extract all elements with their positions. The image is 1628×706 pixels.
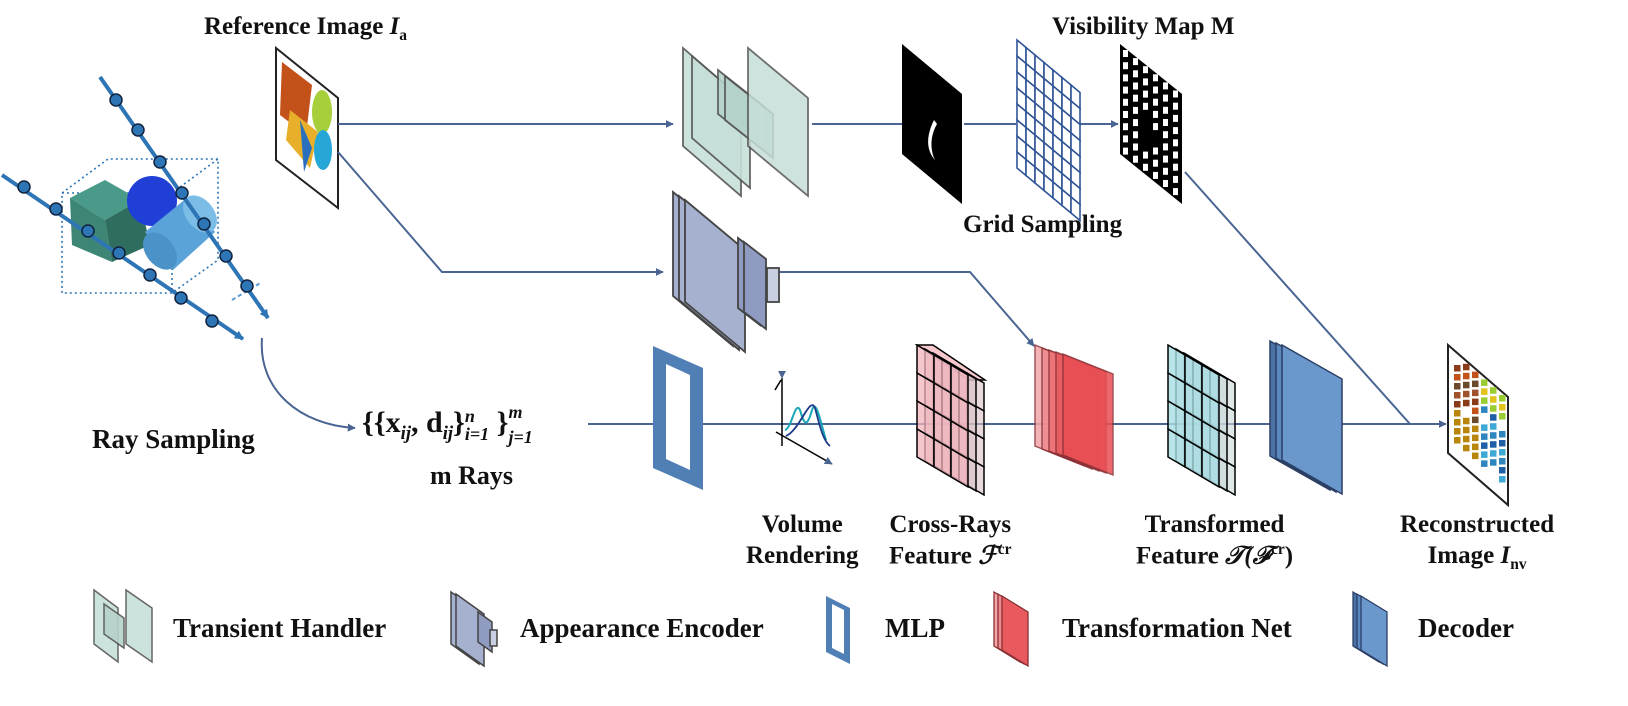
visibility-map-label: Visibility Map M: [1052, 13, 1235, 40]
reconstructed-image: [1447, 342, 1509, 508]
legend-decoder-icon: [1352, 590, 1388, 668]
transformed-feature-block: [1167, 343, 1236, 497]
sample-points: [17, 93, 254, 328]
transformation-net-block: [1034, 343, 1114, 477]
legend-appearance-label: Appearance Encoder: [520, 613, 764, 643]
ray-sampling-scene: [0, 75, 356, 432]
decoder-block: [1269, 339, 1343, 496]
legend-transient-label: Transient Handler: [173, 613, 387, 643]
visibility-map: [1120, 44, 1182, 204]
legend-transformation-label: Transformation Net: [1062, 613, 1292, 643]
legend-transformation-icon: [993, 590, 1029, 668]
mask-image: [902, 44, 962, 204]
volume-rendering-icon: [774, 370, 833, 465]
sampling-grid: [1016, 38, 1081, 223]
sphere-shape: [127, 176, 177, 226]
reference-image-label: Reference Image Ia: [204, 13, 408, 44]
grid-sampling-label: Grid Sampling: [963, 211, 1123, 238]
transient-handler-block: [682, 46, 809, 198]
legend-appearance-icon: [450, 590, 498, 668]
mlp-block: [653, 346, 703, 490]
appearance-encoder-block: [672, 190, 780, 354]
legend-decoder-label: Decoder: [1418, 613, 1514, 643]
cube-shape: [70, 180, 150, 262]
reference-image: [275, 45, 339, 211]
legend-icons: [93, 588, 1388, 668]
legend-mlp-label: MLP: [885, 613, 945, 643]
legend-mlp-icon: [826, 596, 850, 664]
legend-transient-icon: [93, 588, 153, 664]
connection-arrows: [337, 120, 1447, 428]
cross-rays-feature-block: [914, 343, 988, 497]
m-rays-label: m Rays: [430, 461, 514, 490]
ray-sampling-label: Ray Sampling: [92, 424, 255, 454]
